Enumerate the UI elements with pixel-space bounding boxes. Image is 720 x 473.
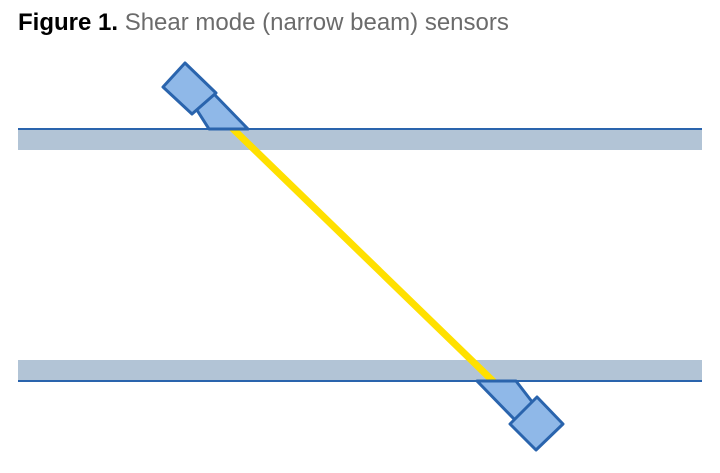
bottom-sensor [475,379,565,452]
figure-label: Figure 1. [18,9,119,36]
top-sensor [161,61,250,131]
top-sensor-transducer [161,61,218,116]
ultrasonic-beam [227,123,499,387]
top-pipe-wall [18,128,702,150]
bottom-sensor-transducer [508,395,565,452]
bottom-wall-band [18,360,702,381]
figure-caption: Figure 1. Shear mode (narrow beam) senso… [18,8,509,38]
figure-title: Shear mode (narrow beam) sensors [124,9,509,36]
bottom-pipe-wall [18,360,702,382]
top-wall-band [18,129,702,150]
